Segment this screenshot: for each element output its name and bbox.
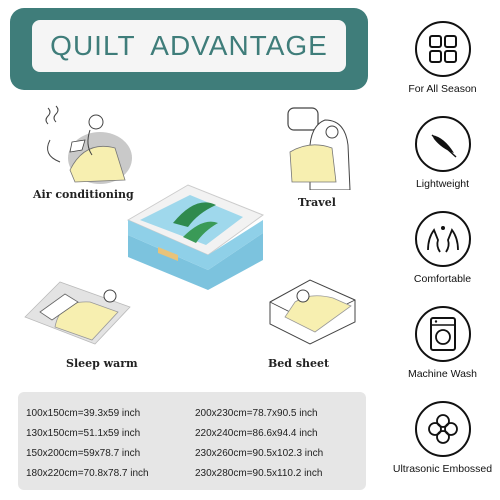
size-chart: 100x150cm=39.3x59 inch 130x150cm=51.1x59…	[18, 392, 366, 490]
feature-label: Machine Wash	[407, 368, 478, 380]
size-row: 180x220cm=70.8x78.7 inch	[26, 468, 149, 479]
banner-title: QUILT ADVANTAGE	[50, 30, 328, 61]
four-squares-icon	[414, 21, 471, 77]
size-row: 230x260cm=90.5x102.3 inch	[195, 448, 324, 459]
banner: QUILT ADVANTAGE	[10, 8, 368, 90]
banner-inner: QUILT ADVANTAGE	[32, 20, 346, 72]
scene-label-bed-sheet: Bed sheet	[268, 357, 330, 370]
size-row: 200x230cm=78.7x90.5 inch	[195, 408, 318, 419]
size-row: 150x200cm=59x78.7 inch	[26, 448, 141, 459]
size-row: 230x280cm=90.5x110.2 inch	[195, 468, 323, 479]
feature-label: Comfortable	[413, 273, 472, 285]
travel-illustration	[287, 107, 351, 190]
feature-label: Lightweight	[415, 178, 470, 190]
sleep-warm-illustration	[24, 281, 131, 345]
feature-comfortable: Comfortable	[385, 210, 500, 285]
size-column-right: 200x230cm=78.7x90.5 inch 220x240cm=86.6x…	[195, 404, 323, 484]
scene-label-air-conditioning: Air conditioning	[33, 188, 134, 201]
feature-for-all-season: For All Season	[385, 20, 500, 95]
feather-icon	[414, 116, 471, 172]
scene-label-travel: Travel	[298, 196, 336, 209]
size-row: 100x150cm=39.3x59 inch	[26, 408, 141, 419]
washing-machine-icon	[414, 306, 471, 362]
feature-lightweight: Lightweight	[385, 115, 500, 190]
hands-icon	[414, 211, 471, 267]
air-conditioning-illustration	[45, 105, 132, 184]
size-column-left: 100x150cm=39.3x59 inch 130x150cm=51.1x59…	[26, 404, 149, 484]
feature-ultrasonic-embossed: Ultrasonic Embossed	[385, 400, 500, 475]
bed-sheet-illustration	[269, 279, 356, 345]
size-row: 220x240cm=86.6x94.4 inch	[195, 428, 318, 439]
size-row: 130x150cm=51.1x59 inch	[26, 428, 141, 439]
feature-label: For All Season	[408, 83, 477, 95]
feature-machine-wash: Machine Wash	[385, 305, 500, 380]
feature-label: Ultrasonic Embossed	[392, 463, 493, 475]
scene-label-sleep-warm: Sleep warm	[66, 357, 138, 370]
folded-quilt-illustration	[126, 184, 265, 290]
flower-icon	[414, 401, 471, 457]
